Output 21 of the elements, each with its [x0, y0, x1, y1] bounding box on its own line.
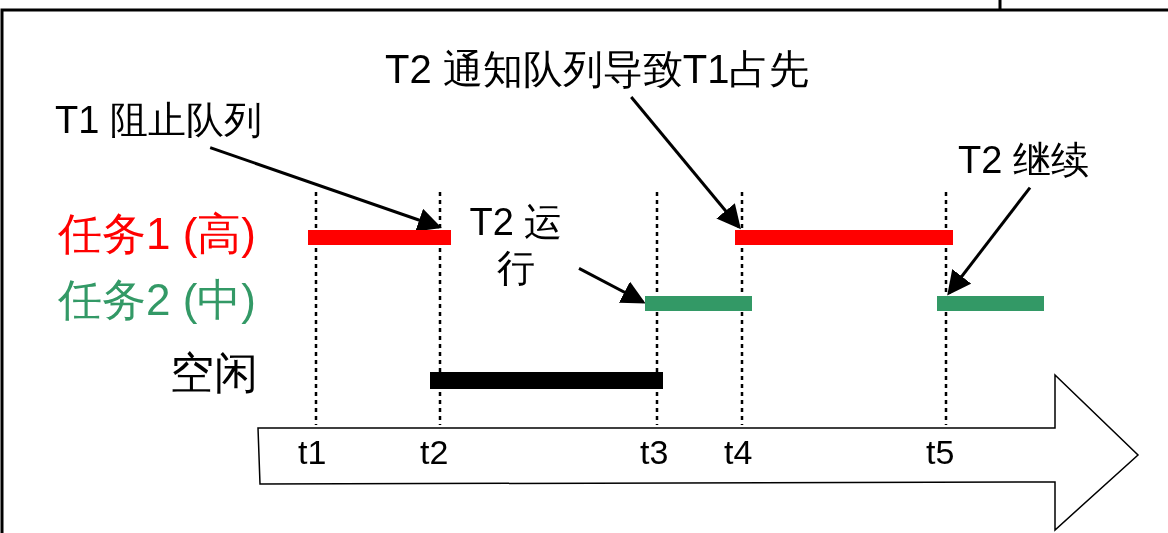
- timeline-bar: [430, 372, 663, 389]
- timeline-bar: [645, 296, 752, 311]
- timeline-bar: [308, 230, 451, 245]
- time-label: t4: [724, 432, 753, 473]
- row-label: 任务1 (高): [58, 208, 256, 260]
- leader-arrow: [630, 96, 741, 230]
- timeline-bar: [735, 230, 953, 245]
- callout-text: T2 运行: [455, 200, 577, 292]
- leader-arrow: [209, 146, 442, 232]
- time-label: t3: [640, 432, 669, 473]
- callout-text: T2 通知队列导致T1占先: [385, 45, 810, 93]
- callout-text: T2 继续: [958, 138, 1089, 184]
- time-label: t2: [420, 432, 449, 473]
- callout-text: T1 阻止队列: [55, 98, 262, 144]
- leader-arrow: [578, 267, 646, 304]
- time-label: t1: [298, 432, 327, 473]
- time-label: t5: [926, 432, 955, 473]
- timeline-bar: [937, 296, 1044, 311]
- leader-arrow: [947, 186, 1032, 296]
- row-label: 任务2 (中): [58, 274, 256, 326]
- row-label: 空闲: [170, 348, 258, 400]
